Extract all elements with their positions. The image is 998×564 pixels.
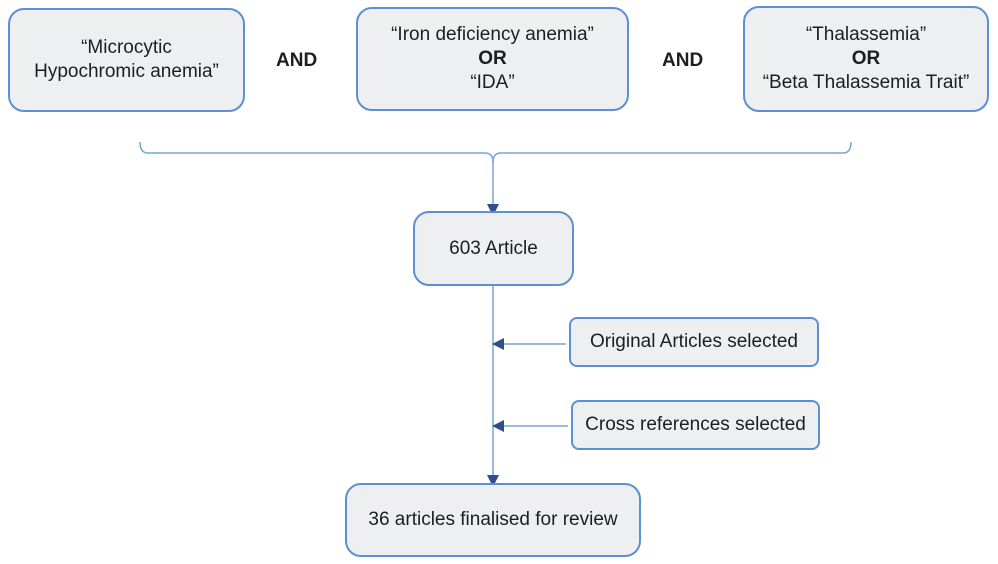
filter-label: Cross references selected (585, 414, 806, 435)
term-line: “Microcytic (81, 37, 172, 58)
and-connector: AND (662, 50, 704, 71)
term-line: “Thalassemia” (805, 24, 927, 45)
grouping-brace (139, 141, 852, 163)
filter-cross-references: Cross references selected (571, 400, 820, 450)
filter-label: Original Articles selected (589, 331, 799, 352)
and-connector: AND (276, 50, 318, 71)
search-term-thalassemia: “Thalassemia” OR “Beta Thalassemia Trait… (743, 6, 989, 112)
result-count-label: 603 Article (449, 237, 538, 259)
term-line: “Iron deficiency anemia” (391, 24, 594, 45)
filter-original-articles: Original Articles selected (569, 317, 819, 367)
final-articles-label: 36 articles finalised for review (368, 509, 618, 530)
term-line: “Beta Thalassemia Trait” (762, 72, 970, 93)
term-line: Hypochromic anemia” (34, 61, 219, 82)
search-term-microcytic: “Microcytic Hypochromic anemia” (8, 8, 245, 112)
or-operator: OR (851, 48, 881, 69)
search-term-iron-deficiency: “Iron deficiency anemia” OR “IDA” (356, 7, 629, 111)
result-count-box: 603 Article (413, 211, 574, 286)
final-articles-box: 36 articles finalised for review (345, 483, 641, 557)
term-line: “IDA” (470, 72, 515, 93)
or-operator: OR (478, 48, 507, 69)
